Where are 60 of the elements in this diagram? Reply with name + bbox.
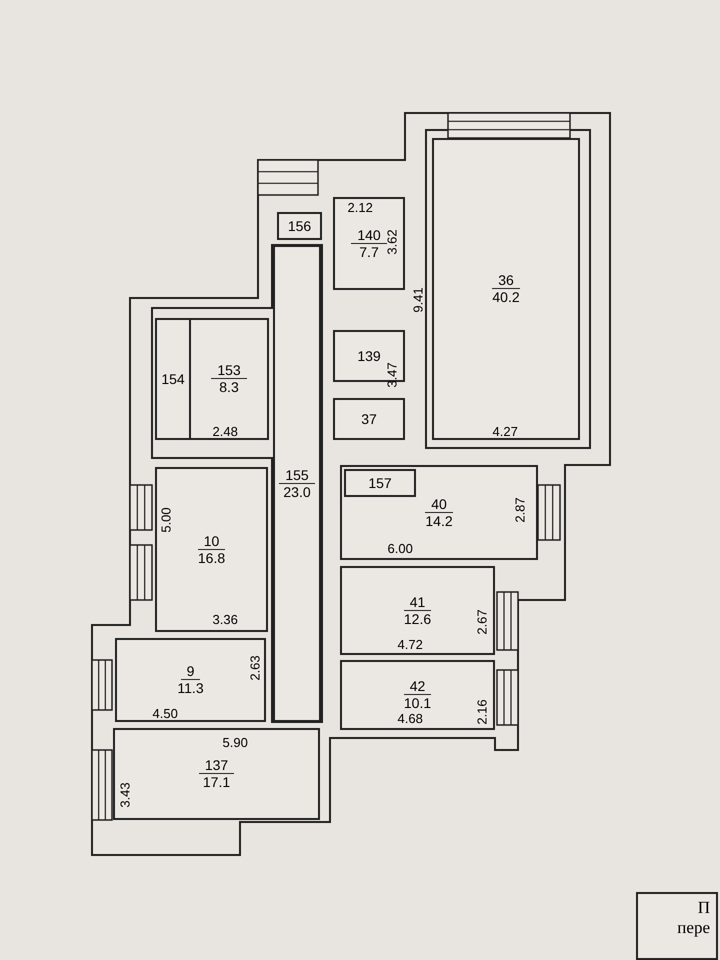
dimension-label: 2.16 bbox=[475, 699, 490, 725]
room-number: 140 bbox=[351, 226, 387, 244]
room-number: 9 bbox=[180, 663, 200, 680]
room-number: 139 bbox=[356, 348, 382, 364]
room-outline bbox=[340, 465, 538, 560]
dimension-label: 2.48 bbox=[212, 425, 238, 439]
dimension-label: 2.87 bbox=[513, 497, 528, 523]
room-outline bbox=[155, 318, 191, 440]
room-number: 154 bbox=[160, 371, 186, 387]
room-area: 17.1 bbox=[202, 774, 230, 791]
room-number: 10 bbox=[198, 532, 226, 550]
room-outline bbox=[155, 467, 268, 632]
dimension-label: 2.67 bbox=[475, 609, 490, 635]
dimension-label: 4.68 bbox=[398, 712, 423, 726]
room-outline bbox=[340, 566, 495, 655]
room-area: 12.6 bbox=[404, 610, 432, 628]
room-number: 40 bbox=[425, 496, 453, 512]
room-outline bbox=[277, 212, 322, 240]
room-outline bbox=[189, 318, 269, 440]
dimension-label: 4.27 bbox=[492, 425, 518, 439]
dimension-label: 5.90 bbox=[222, 736, 248, 750]
room-area: 14.2 bbox=[425, 512, 453, 530]
dimension-label: 3.36 bbox=[212, 613, 238, 627]
room-number: 42 bbox=[404, 678, 432, 695]
room-number: 37 bbox=[360, 411, 378, 427]
room-area: 8.3 bbox=[219, 379, 239, 396]
dimension-label: 3.47 bbox=[385, 362, 400, 388]
room-area: 23.0 bbox=[283, 484, 311, 500]
room-outline bbox=[333, 197, 405, 290]
room-number: 155 bbox=[279, 466, 315, 484]
dimension-label: 3.43 bbox=[118, 782, 132, 808]
room-number: 156 bbox=[286, 218, 312, 234]
stamp-text: пере bbox=[676, 918, 710, 938]
dimension-label: 2.12 bbox=[348, 201, 373, 215]
room-number: 36 bbox=[492, 272, 520, 289]
room-area: 11.3 bbox=[177, 680, 204, 697]
room-number: 41 bbox=[404, 594, 432, 610]
room-outline bbox=[432, 138, 580, 440]
dimension-label: 4.72 bbox=[398, 638, 423, 652]
room-area: 7.7 bbox=[359, 244, 379, 260]
dimension-label: 4.50 bbox=[152, 707, 178, 721]
room-number: 137 bbox=[198, 757, 234, 774]
dimension-label: 6.00 bbox=[388, 542, 413, 556]
room-area: 16.8 bbox=[198, 550, 226, 566]
room-outline bbox=[115, 638, 266, 722]
dimension-label: 5.00 bbox=[159, 507, 174, 533]
room-area: 40.2 bbox=[492, 289, 520, 306]
room-outline bbox=[113, 728, 320, 820]
room-outline bbox=[344, 469, 416, 497]
stamp-box bbox=[636, 892, 718, 960]
dimension-label: 2.63 bbox=[248, 655, 262, 681]
room-number: 153 bbox=[211, 362, 247, 379]
dimension-label: 9.41 bbox=[411, 287, 426, 313]
room-outline bbox=[340, 660, 495, 730]
room-number: 157 bbox=[367, 475, 393, 491]
room-area: 10.1 bbox=[404, 695, 432, 712]
stamp-text: П bbox=[696, 898, 710, 918]
room-outline bbox=[333, 398, 405, 440]
dimension-label: 3.62 bbox=[385, 229, 400, 255]
room-outline bbox=[273, 245, 321, 722]
